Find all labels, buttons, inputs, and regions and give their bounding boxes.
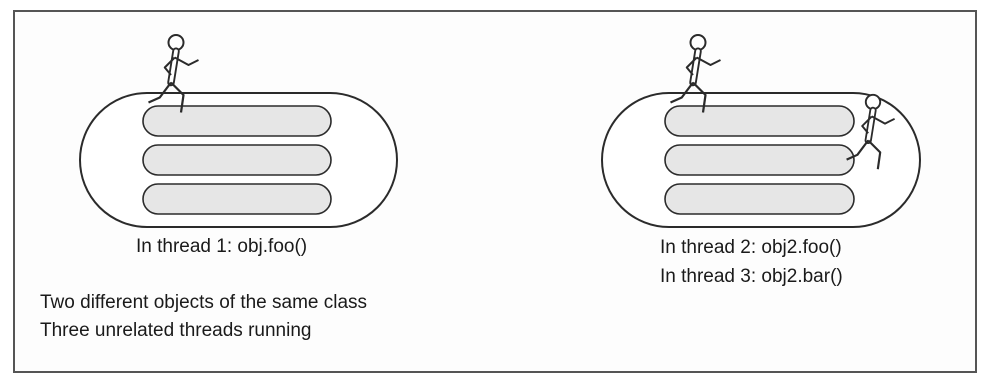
note-line-1: Two different objects of the same class bbox=[40, 292, 368, 313]
object-1-caption-line-1: In thread 1: obj.foo() bbox=[136, 236, 308, 257]
method-lane-1-3 bbox=[142, 183, 332, 215]
method-lane-1-2 bbox=[142, 144, 332, 176]
object-2-caption-line-2: In thread 3: obj2.bar() bbox=[660, 266, 843, 287]
note-line-2: Three unrelated threads running bbox=[40, 320, 312, 341]
method-lane-2-2 bbox=[664, 144, 855, 176]
object-oval-2 bbox=[601, 92, 921, 228]
method-lane-2-1 bbox=[664, 105, 855, 137]
object-2-caption-line-1: In thread 2: obj2.foo() bbox=[660, 237, 842, 258]
method-lane-1-1 bbox=[142, 105, 332, 137]
method-lane-2-3 bbox=[664, 183, 855, 215]
object-oval-1 bbox=[79, 92, 398, 228]
